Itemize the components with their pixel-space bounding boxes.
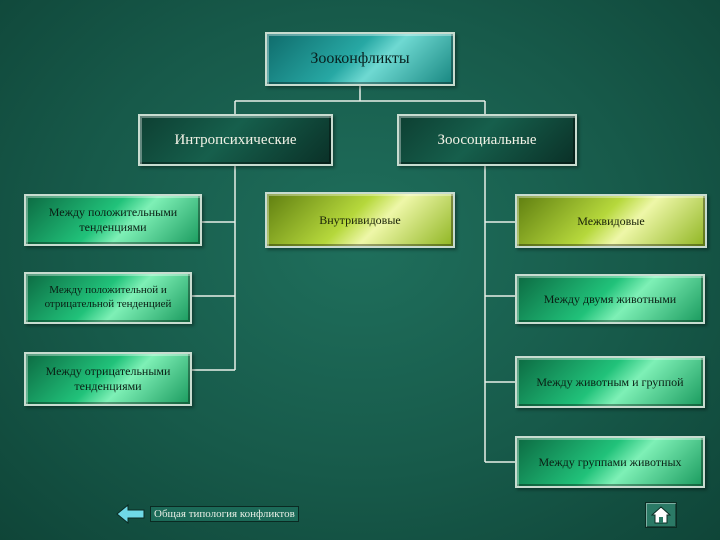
left-arrow-icon[interactable]	[116, 503, 146, 525]
right-top-item-label: Межвидовые	[577, 213, 645, 228]
left-item-2-label: Между положительной и отрицательной тенд…	[44, 284, 172, 310]
left-item-3-label: Между отрицательными тенденциями	[45, 364, 171, 393]
left-item-1: Между положительными тенденциями	[24, 194, 202, 246]
right-item-1-label: Между двумя животными	[543, 291, 677, 306]
back-link[interactable]: Общая типология конфликтов	[116, 503, 299, 525]
middle-item: Внутривидовые	[265, 192, 455, 248]
left-item-3: Между отрицательными тенденциями	[24, 352, 192, 406]
right-item-2-label: Между животным и группой	[536, 374, 684, 389]
middle-item-label: Внутривидовые	[319, 212, 401, 227]
right-item-3: Между группами животных	[515, 436, 705, 488]
right-top-item: Межвидовые	[515, 194, 707, 248]
left-branch-node: Интропсихические	[138, 114, 333, 166]
right-branch-node: Зоосоциальные	[397, 114, 577, 166]
back-link-label[interactable]: Общая типология конфликтов	[150, 506, 299, 522]
right-item-1: Между двумя животными	[515, 274, 705, 324]
right-branch-label: Зоосоциальные	[437, 131, 537, 148]
root-node: Зооконфликты	[265, 32, 455, 86]
home-button[interactable]	[645, 502, 677, 528]
root-label: Зооконфликты	[310, 50, 410, 67]
right-item-3-label: Между группами животных	[538, 454, 682, 469]
left-item-1-label: Между положительными тенденциями	[48, 205, 178, 234]
right-item-2: Между животным и группой	[515, 356, 705, 408]
home-icon	[651, 506, 671, 524]
left-branch-label: Интропсихические	[174, 131, 297, 148]
left-item-2: Между положительной и отрицательной тенд…	[24, 272, 192, 324]
